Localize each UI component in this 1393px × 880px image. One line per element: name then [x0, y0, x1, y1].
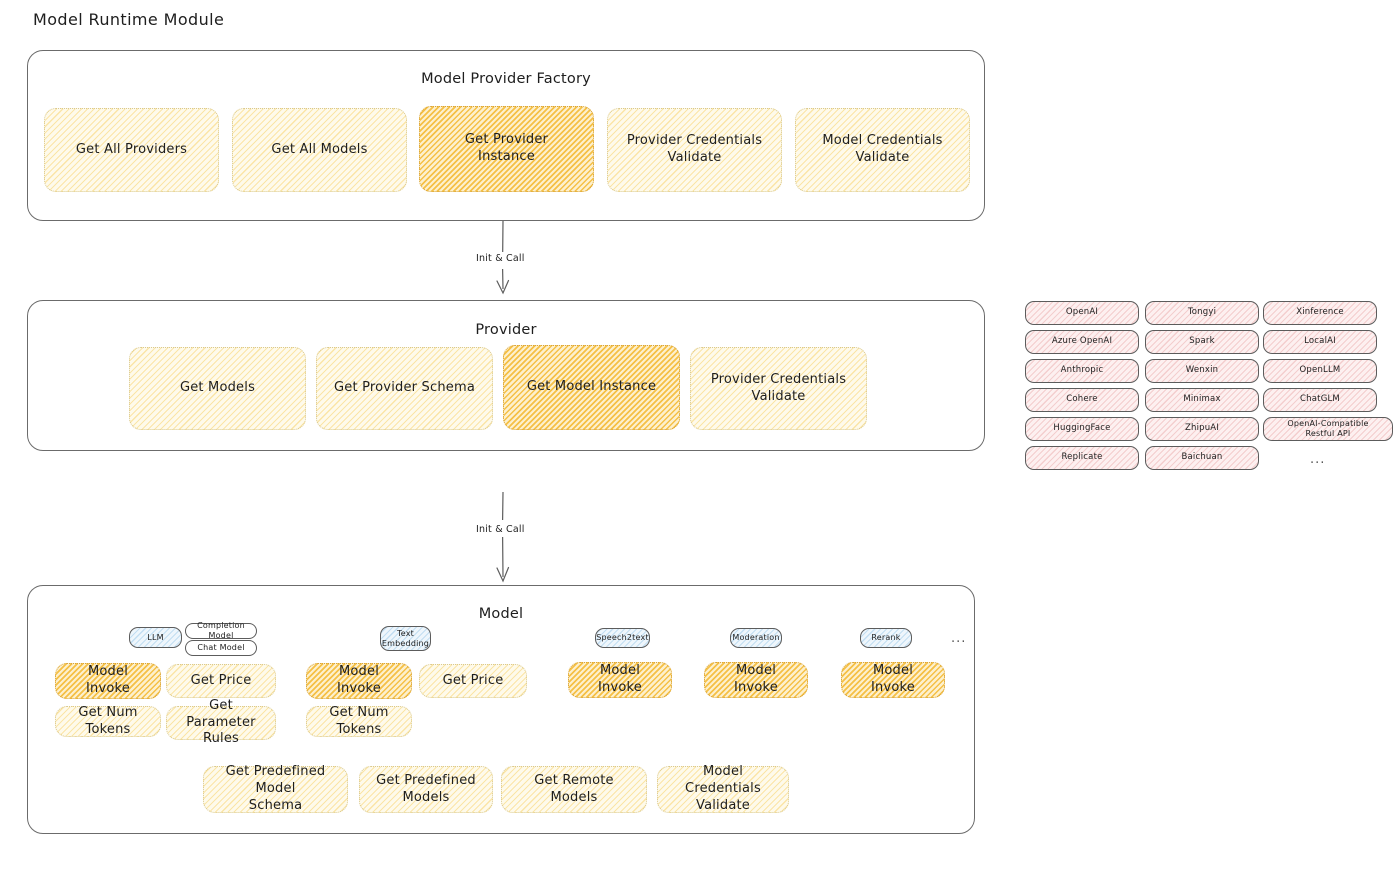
provider-chip-openllm[interactable]: OpenLLM	[1263, 359, 1377, 383]
provider-chip-baichuan[interactable]: Baichuan	[1145, 446, 1259, 470]
node-embedding-get-num-tokens[interactable]: Get Num Tokens	[306, 705, 412, 737]
node-llm-get-parameter-rules[interactable]: Get Parameter Rules	[166, 698, 276, 746]
node-speech2text-model-invoke[interactable]: Model Invoke	[568, 662, 672, 698]
node-get-remote-models[interactable]: Get Remote Models	[501, 766, 647, 813]
group-title-provider: Provider	[475, 322, 537, 338]
arrow-provider-to-model	[478, 491, 528, 587]
node-embedding-get-price[interactable]: Get Price	[419, 664, 527, 698]
arrow-label-init-call-1: Init & Call	[472, 252, 529, 266]
node-model-credentials-validate[interactable]: Model Credentials Validate	[657, 764, 789, 813]
provider-chip-minimax[interactable]: Minimax	[1145, 388, 1259, 412]
provider-chip-wenxin[interactable]: Wenxin	[1145, 359, 1259, 383]
badge-moderation[interactable]: Moderation	[730, 628, 782, 648]
node-llm-get-price[interactable]: Get Price	[166, 664, 276, 698]
node-embedding-model-invoke[interactable]: Model Invoke	[306, 663, 412, 699]
provider-chip-cohere[interactable]: Cohere	[1025, 388, 1139, 412]
node-get-models[interactable]: Get Models	[129, 347, 306, 430]
badge-rerank[interactable]: Rerank	[860, 628, 912, 648]
provider-chip-localai[interactable]: LocalAI	[1263, 330, 1377, 354]
provider-chip-openai[interactable]: OpenAI	[1025, 301, 1139, 325]
node-rerank-model-invoke[interactable]: Model Invoke	[841, 662, 945, 698]
provider-chip-spark[interactable]: Spark	[1145, 330, 1259, 354]
badge-speech2text[interactable]: Speech2text	[595, 628, 650, 648]
node-model-credentials-validate-factory[interactable]: Model Credentials Validate	[795, 108, 970, 192]
page-title: Model Runtime Module	[33, 10, 225, 29]
node-llm-get-num-tokens[interactable]: Get Num Tokens	[55, 705, 161, 737]
provider-chip-openai-compatible-restful-api[interactable]: OpenAI-Compatible Restful API	[1263, 417, 1393, 441]
provider-chip-xinference[interactable]: Xinference	[1263, 301, 1377, 325]
node-get-predefined-models[interactable]: Get Predefined Models	[359, 766, 493, 813]
provider-chip-huggingface[interactable]: HuggingFace	[1025, 417, 1139, 441]
group-title-factory: Model Provider Factory	[421, 71, 591, 87]
node-get-all-providers[interactable]: Get All Providers	[44, 108, 219, 192]
provider-chip-tongyi[interactable]: Tongyi	[1145, 301, 1259, 325]
group-title-model: Model	[478, 606, 524, 622]
model-types-more: ...	[951, 631, 967, 646]
badge-llm[interactable]: LLM	[129, 627, 182, 648]
node-get-all-models[interactable]: Get All Models	[232, 108, 407, 192]
node-get-provider-instance[interactable]: Get Provider Instance	[419, 106, 594, 192]
badge-chat-model[interactable]: Chat Model	[185, 640, 257, 656]
badge-completion-model[interactable]: Completion Model	[185, 621, 257, 640]
provider-chip-chatglm[interactable]: ChatGLM	[1263, 388, 1377, 412]
node-provider-credentials-validate[interactable]: Provider Credentials Validate	[690, 347, 867, 430]
node-moderation-model-invoke[interactable]: Model Invoke	[704, 662, 808, 698]
provider-chip-azure-openai[interactable]: Azure OpenAI	[1025, 330, 1139, 354]
node-get-predefined-model-schema[interactable]: Get Predefined Model Schema	[203, 764, 348, 813]
arrow-label-init-call-2: Init & Call	[472, 523, 529, 537]
node-provider-credentials-validate-factory[interactable]: Provider Credentials Validate	[607, 108, 782, 192]
node-get-provider-schema[interactable]: Get Provider Schema	[316, 347, 493, 430]
node-llm-model-invoke[interactable]: Model Invoke	[55, 663, 161, 699]
provider-list-more: ...	[1310, 452, 1326, 467]
node-get-model-instance[interactable]: Get Model Instance	[503, 345, 680, 430]
provider-chip-zhipuai[interactable]: ZhipuAI	[1145, 417, 1259, 441]
provider-chip-anthropic[interactable]: Anthropic	[1025, 359, 1139, 383]
badge-text-embedding[interactable]: Text Embedding	[380, 626, 431, 651]
provider-chip-replicate[interactable]: Replicate	[1025, 446, 1139, 470]
